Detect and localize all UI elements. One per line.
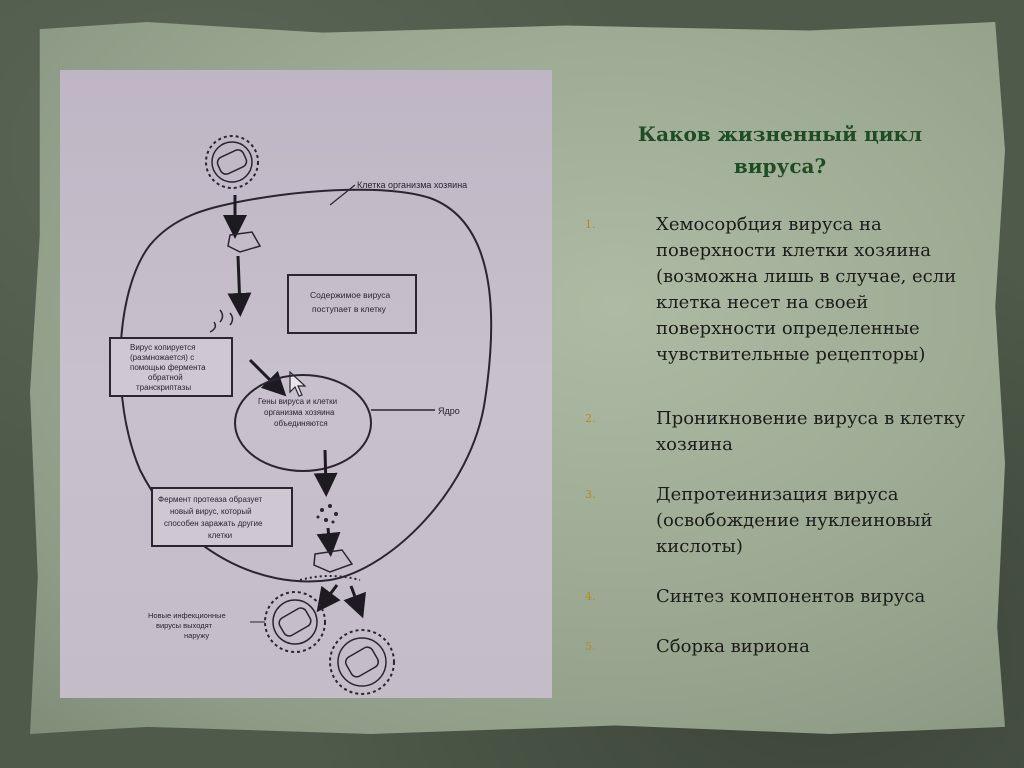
label-host-cell: Клетка организма хозяина [357, 180, 467, 190]
label-new-viruses: Новые инфекционные вирусы выходят наружу [148, 611, 228, 640]
label-nucleus: Ядро [438, 406, 460, 416]
assembly-dots [316, 504, 338, 524]
list-item: 5. Сборка вириона [585, 634, 980, 660]
label-protease: Фермент протеаза образует новый вирус, к… [158, 495, 265, 540]
step-text: Хемосорбция вируса на поверхности клетки… [656, 214, 957, 365]
label-genes: Гены вируса и клетки организма хозяина о… [258, 397, 339, 428]
slide-title: Каков жизненный цикл вируса? [600, 118, 960, 182]
label-copy: Вирус копируется (размножается) с помощь… [130, 343, 208, 392]
step-text: Проникновение вируса в клетку хозяина [656, 408, 966, 455]
virus-particle-incoming [205, 135, 259, 189]
list-item: 4. Синтез компонентов вируса [585, 584, 980, 610]
lifecycle-steps-list: 1. Хемосорбция вируса на поверхности кле… [585, 212, 980, 660]
step-number: 1. [585, 218, 596, 231]
step-number: 2. [585, 412, 596, 425]
step-number: 5. [585, 640, 596, 653]
label-contents: Содержимое вируса поступает в клетку [310, 290, 393, 314]
title-line-1: Каков жизненный цикл [637, 122, 923, 146]
virus-lifecycle-diagram: Клетка организма хозяина Содержимое виру… [60, 70, 552, 698]
mouse-cursor-icon [289, 370, 307, 397]
title-line-2: вируса? [733, 154, 827, 178]
list-item: 3. Депротеинизация вируса (освобождение … [585, 482, 980, 560]
step-text: Депротеинизация вируса (освобождение нук… [656, 484, 933, 557]
list-item: 1. Хемосорбция вируса на поверхности кле… [585, 212, 980, 368]
new-virion-1 [264, 591, 326, 653]
step-text: Сборка вириона [656, 636, 810, 657]
step-number: 4. [585, 590, 596, 603]
list-item: 2. Проникновение вируса в клетку хозяина [585, 406, 980, 458]
step-number: 3. [585, 488, 596, 501]
capsid-shape [227, 231, 262, 253]
step-text: Синтез компонентов вируса [656, 586, 926, 607]
new-virion-2 [329, 629, 395, 695]
nucleus-outline [234, 374, 372, 472]
